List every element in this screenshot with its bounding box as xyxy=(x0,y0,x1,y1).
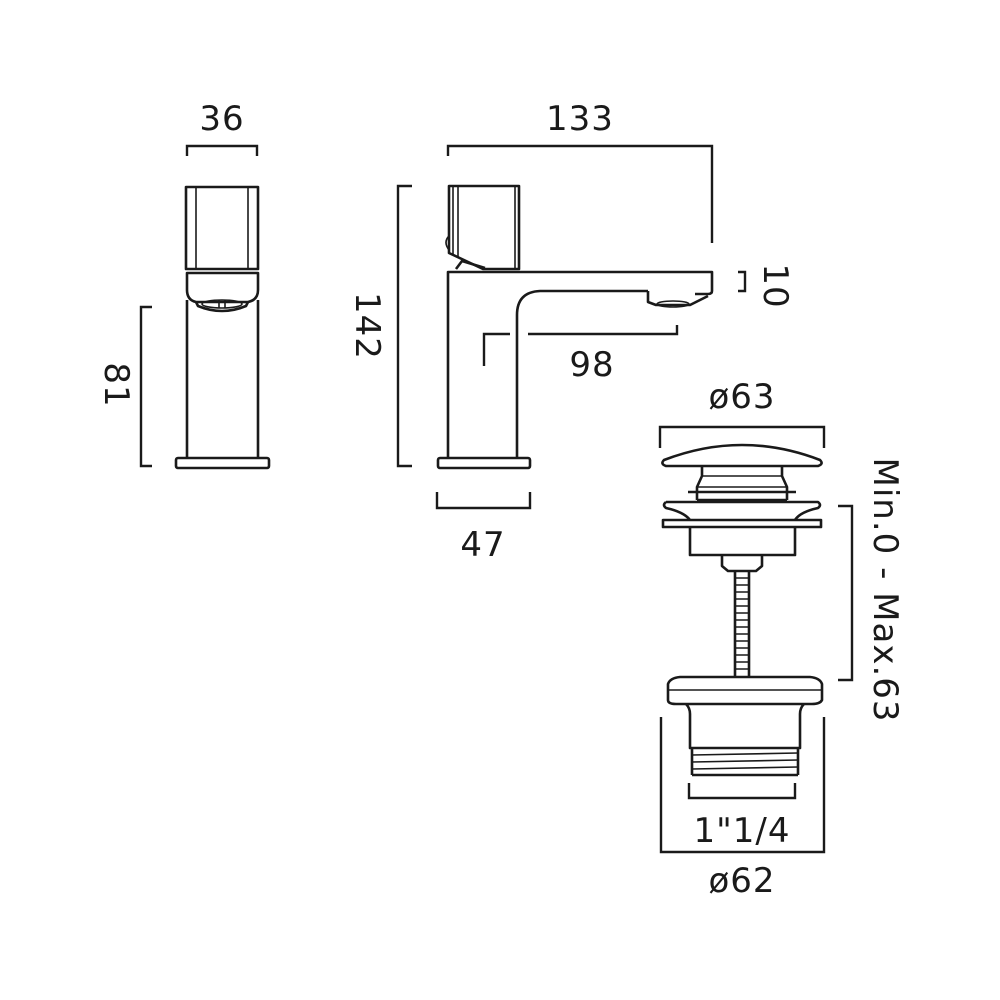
label-base-width: 47 xyxy=(460,525,505,565)
dim-cap-diameter xyxy=(658,425,826,448)
side-body-spout xyxy=(446,270,714,458)
dim-front-width xyxy=(185,144,259,156)
dim-adjust-range xyxy=(838,504,854,682)
waste-stem-collar xyxy=(688,467,796,502)
front-body xyxy=(185,300,260,458)
label-spout-reach: 98 xyxy=(569,345,614,385)
waste-lower-flange xyxy=(666,675,824,706)
label-spout-height: 81 xyxy=(96,362,136,407)
front-aerator xyxy=(194,299,250,313)
waste-thread xyxy=(690,748,800,777)
label-thread: 1"1/4 xyxy=(694,811,791,851)
dim-total-height xyxy=(396,184,412,468)
side-aerator xyxy=(646,291,709,308)
front-handle xyxy=(184,185,260,271)
click-clack-waste: ø63 1"1/4 xyxy=(658,377,905,901)
label-spout-outlet: 10 xyxy=(755,263,795,308)
label-cap-diameter: ø63 xyxy=(708,377,775,417)
waste-upper-body xyxy=(688,527,797,557)
side-base xyxy=(436,456,532,470)
label-projection: 133 xyxy=(546,99,614,139)
dim-thread xyxy=(687,783,797,800)
waste-flange xyxy=(662,500,822,521)
front-collar xyxy=(185,271,260,304)
waste-neck xyxy=(720,555,764,573)
waste-lower-body xyxy=(685,703,805,750)
waste-cap xyxy=(661,443,823,468)
side-handle xyxy=(445,184,521,271)
waste-threaded-rod xyxy=(733,571,751,677)
label-front-width: 36 xyxy=(199,99,244,139)
side-view: 133 142 10 98 47 xyxy=(347,99,795,565)
dim-spout-outlet xyxy=(738,270,747,293)
dim-spout-reach xyxy=(482,325,679,366)
front-base xyxy=(174,456,271,470)
dim-projection xyxy=(446,144,714,243)
waste-washer xyxy=(661,518,823,529)
label-adjust-range: Min.0 - Max.63 xyxy=(865,457,905,722)
front-view: 36 81 xyxy=(96,99,271,470)
dim-body-diameter xyxy=(659,717,826,854)
label-total-height: 142 xyxy=(347,292,387,360)
label-body-diameter: ø62 xyxy=(708,861,775,901)
dim-spout-height xyxy=(139,305,152,468)
dim-base-width xyxy=(435,492,532,510)
